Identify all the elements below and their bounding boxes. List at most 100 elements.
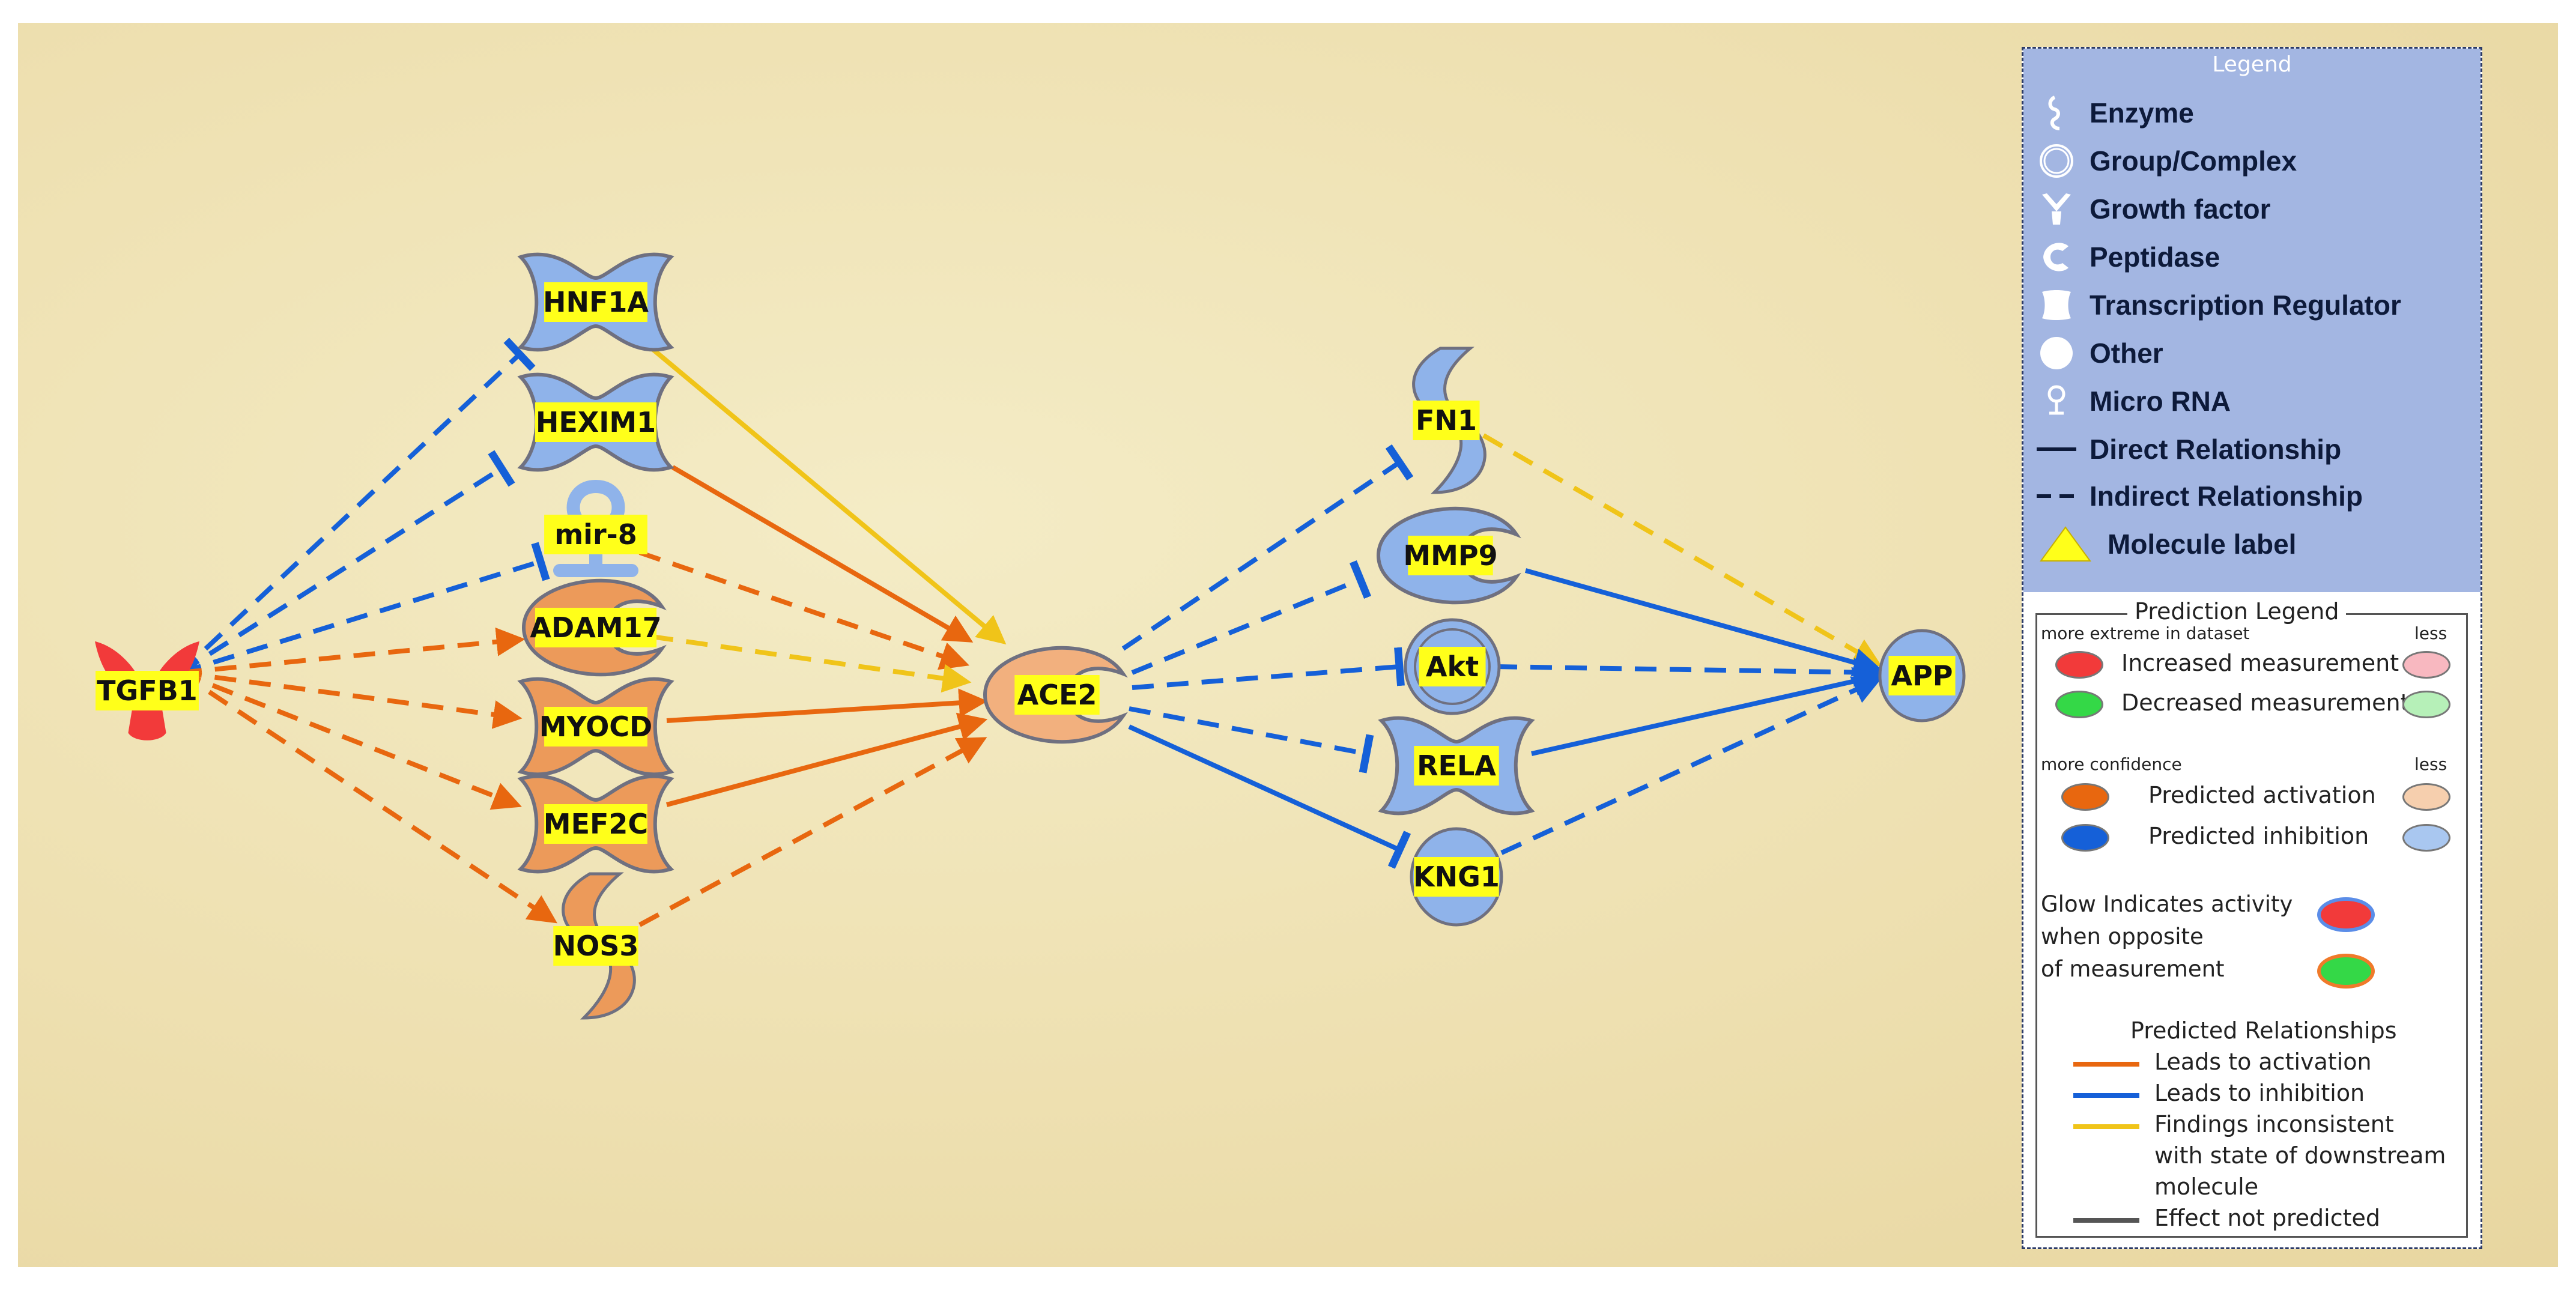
molecule-label-bg bbox=[1414, 746, 1499, 786]
edge-TGFB1-to-NOS3 bbox=[178, 670, 557, 924]
activation-strong-swatch bbox=[2061, 783, 2109, 811]
edge-MMP9-to-APP bbox=[1524, 568, 1883, 677]
effect-not-predicted-label: Effect not predicted bbox=[2154, 1205, 2381, 1231]
node-app[interactable]: APP bbox=[1878, 629, 1966, 722]
inhibition-weak-swatch bbox=[2402, 824, 2450, 852]
legend-item-micro-rna: Micro RNA bbox=[2023, 380, 2231, 422]
glow-green-swatch bbox=[2317, 954, 2375, 989]
dashed-line-icon bbox=[2023, 475, 2090, 517]
edge-ACE2-to-RELA bbox=[1129, 706, 1374, 774]
molecule-label: ADAM17 bbox=[530, 611, 661, 644]
molecule-label: HNF1A bbox=[543, 286, 649, 318]
edge-TGFB1-to-MEF2C bbox=[179, 670, 522, 810]
legend-title: Legend bbox=[2212, 52, 2292, 77]
edge-Akt-to-APP bbox=[1495, 658, 1883, 687]
molecule-label-bg bbox=[1413, 401, 1480, 440]
increased-measurement-label: Increased measurement bbox=[2121, 650, 2399, 676]
predicted-activation-label: Predicted activation bbox=[2148, 782, 2376, 808]
edge-NOS3-to-ACE2 bbox=[638, 737, 987, 927]
node-nos3[interactable]: NOS3 bbox=[553, 872, 639, 1020]
triangle-icon bbox=[2023, 523, 2108, 565]
micro-rna-icon bbox=[2023, 380, 2090, 422]
edge-TGFB1-to-MYOCD bbox=[180, 670, 523, 729]
prediction-legend-title: Prediction Legend bbox=[2127, 598, 2347, 625]
molecule-label-bg bbox=[1414, 857, 1499, 897]
inconsistent-label-3: molecule bbox=[2154, 1173, 2259, 1200]
legend-panel: Legend Enzyme Group/Complex Growth facto… bbox=[2022, 47, 2482, 1249]
inhibition-line-swatch bbox=[2073, 1093, 2139, 1098]
molecule-label-bg bbox=[544, 707, 647, 746]
leads-to-activation-label: Leads to activation bbox=[2154, 1049, 2372, 1075]
edges-layer bbox=[178, 338, 1883, 927]
node-adam17[interactable]: ADAM17 bbox=[521, 579, 667, 676]
confidence-less-label: less bbox=[2414, 754, 2447, 774]
glow-line-3: of measurement bbox=[2041, 956, 2225, 982]
molecule-label: RELA bbox=[1417, 749, 1496, 782]
edge-MEF2C-to-ACE2 bbox=[665, 712, 988, 807]
prediction-legend: Prediction Legend more extreme in datase… bbox=[2035, 598, 2468, 1238]
node-myocd[interactable]: MYOCD bbox=[517, 677, 674, 777]
transcription-regulator-icon bbox=[2023, 284, 2090, 326]
activation-weak-swatch bbox=[2402, 783, 2450, 811]
predicted-inhibition-label: Predicted inhibition bbox=[2148, 823, 2369, 849]
legend-item-growth-factor: Growth factor bbox=[2023, 188, 2271, 230]
molecule-label: MYOCD bbox=[539, 710, 653, 743]
node-fn1[interactable]: FN1 bbox=[1412, 347, 1487, 494]
predicted-relationships-title: Predicted Relationships bbox=[2130, 1017, 2397, 1044]
node-hnf1a[interactable]: HNF1A bbox=[517, 252, 674, 352]
inconsistent-label-1: Findings inconsistent bbox=[2154, 1111, 2394, 1137]
molecule-label: TGFB1 bbox=[97, 674, 198, 707]
node-hexim1[interactable]: HEXIM1 bbox=[517, 372, 674, 472]
legend-item-peptidase: Peptidase bbox=[2023, 236, 2220, 278]
extreme-header: more extreme in dataset bbox=[2041, 623, 2250, 643]
edge-TGFB1-to-mir-8 bbox=[179, 542, 550, 675]
molecule-label: APP bbox=[1891, 659, 1953, 692]
node-ace2[interactable]: ACE2 bbox=[983, 646, 1128, 743]
molecule-label-bg bbox=[1408, 536, 1493, 575]
glow-line-1: Glow Indicates activity bbox=[2041, 891, 2293, 917]
molecule-label-bg bbox=[544, 804, 647, 844]
molecule-label: KNG1 bbox=[1413, 861, 1500, 893]
molecule-label: MEF2C bbox=[544, 808, 648, 840]
edge-MYOCD-to-ACE2 bbox=[666, 688, 988, 723]
decreased-weak-swatch bbox=[2402, 691, 2450, 718]
legend-item-direct-relationship: Direct Relationship bbox=[2023, 428, 2341, 470]
node-kng1[interactable]: KNG1 bbox=[1410, 827, 1503, 927]
legend-label: Direct Relationship bbox=[2090, 434, 2342, 465]
not-predicted-line-swatch bbox=[2073, 1218, 2139, 1223]
molecule-label: MMP9 bbox=[1403, 539, 1497, 572]
molecule-label-bg bbox=[553, 926, 638, 966]
legend-label: Other bbox=[2090, 338, 2163, 369]
molecule-label-bg bbox=[535, 402, 657, 442]
node-mmp9[interactable]: MMP9 bbox=[1376, 507, 1521, 604]
glow-line-2: when opposite bbox=[2041, 924, 2204, 949]
node-mir-8[interactable]: mir-8 bbox=[544, 479, 647, 577]
edge-RELA-to-APP bbox=[1531, 667, 1883, 756]
legend-label: Indirect Relationship bbox=[2090, 480, 2363, 512]
node-akt[interactable]: Akt bbox=[1404, 618, 1501, 715]
leads-to-inhibition-label: Leads to inhibition bbox=[2154, 1080, 2365, 1106]
legend-item-group-complex: Group/Complex bbox=[2023, 140, 2297, 182]
inconsistent-line-swatch bbox=[2073, 1124, 2139, 1129]
molecule-label-bg bbox=[535, 608, 657, 647]
solid-line-icon bbox=[2023, 428, 2090, 470]
node-tgfb1[interactable]: TGFB1 bbox=[95, 641, 199, 740]
legend-label: Peptidase bbox=[2090, 241, 2220, 273]
legend-item-molecule-label: Molecule label bbox=[2023, 523, 2296, 565]
legend-label: Molecule label bbox=[2108, 528, 2297, 560]
molecule-label-bg bbox=[544, 515, 647, 554]
legend-label: Group/Complex bbox=[2090, 145, 2297, 177]
molecule-label-bg bbox=[95, 671, 199, 710]
legend-label: Micro RNA bbox=[2090, 386, 2231, 417]
node-rela[interactable]: RELA bbox=[1378, 716, 1535, 816]
node-mef2c[interactable]: MEF2C bbox=[517, 774, 674, 874]
edge-FN1-to-APP bbox=[1482, 433, 1882, 667]
molecule-label: FN1 bbox=[1416, 404, 1477, 437]
edge-KNG1-to-APP bbox=[1500, 676, 1882, 855]
edge-ADAM17-to-ACE2 bbox=[651, 634, 972, 693]
activation-line-swatch bbox=[2073, 1062, 2139, 1067]
edge-ACE2-to-MMP9 bbox=[1131, 560, 1372, 675]
increased-weak-swatch bbox=[2402, 651, 2450, 679]
